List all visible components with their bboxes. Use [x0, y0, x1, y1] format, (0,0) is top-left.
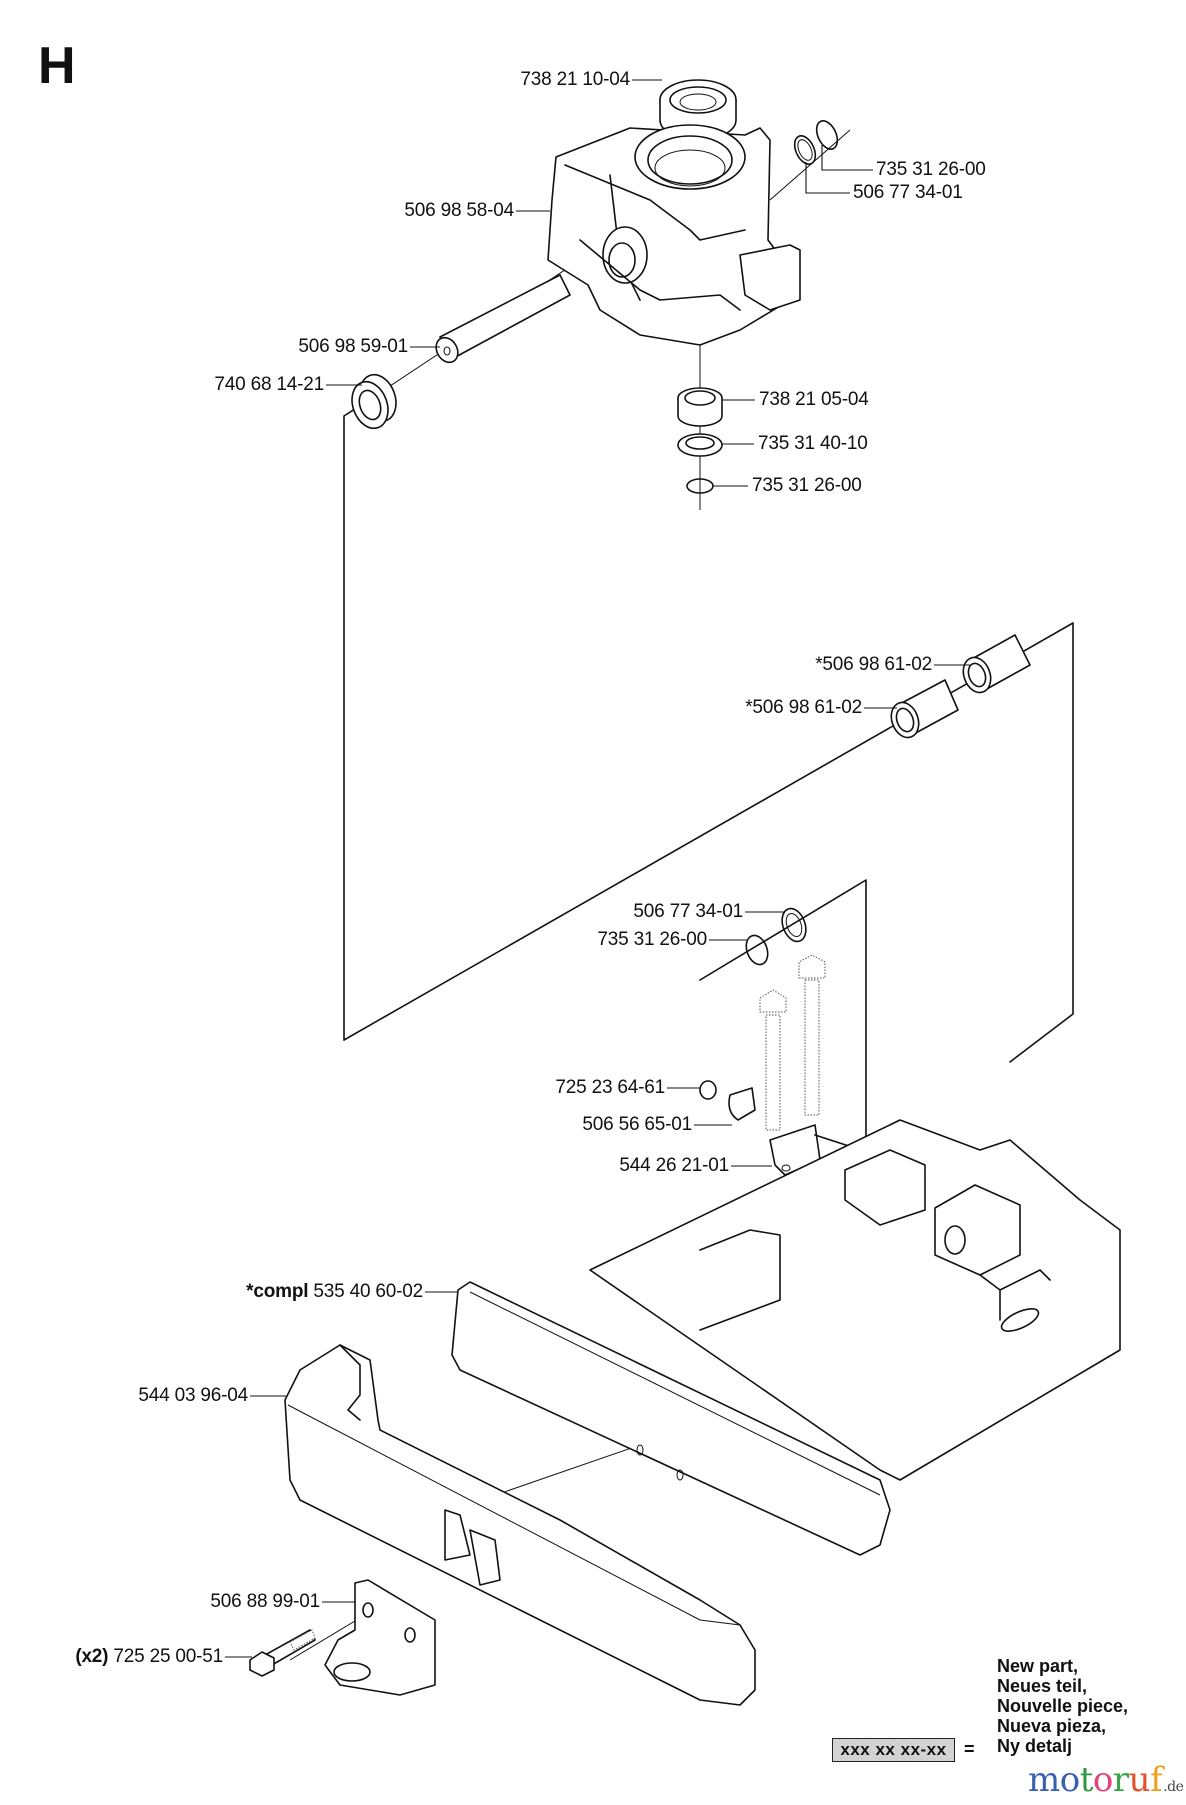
part-label-bearing-bottom[interactable]: 738 21 05-04	[759, 389, 869, 411]
mid-washers-drawing	[745, 907, 807, 966]
tow-bracket-drawing	[324, 1579, 436, 1696]
part-label-spacer-sleeve-2[interactable]: *506 98 61-02	[745, 697, 862, 719]
logo-letter: o	[1092, 1760, 1113, 1800]
quantity-marker: (x2)	[75, 1646, 109, 1667]
new-part-legend-text: New part, Neues teil, Nouvelle piece, Nu…	[997, 1656, 1128, 1756]
part-label-circlip-bottom[interactable]: 735 31 40-10	[758, 433, 868, 455]
legend-line: Nouvelle piece,	[997, 1696, 1129, 1716]
part-number: 725 23 64-61	[555, 1077, 665, 1098]
logo-letter: t	[1079, 1760, 1094, 1800]
part-number: 506 88 99-01	[210, 1591, 320, 1612]
logo-letter: f	[1150, 1760, 1163, 1800]
part-number: 738 21 05-04	[759, 389, 869, 410]
part-label-bolt[interactable]: (x2) 725 25 00-51	[75, 1646, 223, 1668]
logo-letter: o	[1059, 1760, 1080, 1800]
part-number: 506 98 58-04	[404, 200, 514, 221]
logo-tld: .de	[1163, 1779, 1184, 1795]
part-label-tow-bracket[interactable]: 506 88 99-01	[210, 1591, 320, 1613]
new-part-legend-box: xxx xx xx-xx	[832, 1738, 955, 1762]
part-number: 740 68 14-21	[214, 374, 324, 395]
bumper-drawing	[284, 1344, 756, 1706]
part-label-circlip-top-right[interactable]: 735 31 26-00	[876, 159, 986, 181]
part-label-bushing[interactable]: 740 68 14-21	[214, 374, 324, 396]
part-label-bumper[interactable]: 544 03 96-04	[138, 1385, 248, 1407]
part-number: 506 98 61-02	[822, 654, 932, 675]
part-number: 506 98 59-01	[298, 336, 408, 357]
leader-lines	[225, 79, 970, 1658]
complete-assembly-marker: *compl	[246, 1281, 309, 1302]
part-number: 735 31 26-00	[876, 159, 986, 180]
front-frame-drawing	[451, 1119, 1121, 1556]
bolt-drawing	[249, 1629, 316, 1677]
steering-housing-drawing	[547, 124, 801, 346]
part-number: 506 56 65-01	[582, 1114, 692, 1135]
part-number: 738 21 10-04	[520, 69, 630, 90]
logo-letter: r	[1112, 1760, 1129, 1800]
part-number: 544 03 96-04	[138, 1385, 248, 1406]
part-label-circlip-mid[interactable]: 735 31 26-00	[597, 929, 707, 951]
logo-letter: u	[1128, 1760, 1151, 1800]
part-number: 735 31 26-00	[752, 475, 862, 496]
bushing-drawing	[351, 373, 397, 430]
part-label-clip-bracket[interactable]: 506 56 65-01	[582, 1114, 692, 1136]
part-label-steering-housing[interactable]: 506 98 58-04	[404, 200, 514, 222]
part-label-front-frame-compl[interactable]: *compl 535 40 60-02	[246, 1281, 423, 1303]
part-label-bearing-top[interactable]: 738 21 10-04	[520, 69, 630, 91]
legend-line: Nueva pieza,	[997, 1716, 1107, 1736]
pivot-pin-drawing	[435, 274, 571, 364]
top-right-washers-drawing	[793, 120, 839, 165]
left-assembly-frame-line	[343, 397, 373, 1041]
legend-equals-sign: =	[964, 1739, 975, 1759]
part-number: 544 26 21-01	[619, 1155, 729, 1176]
part-label-pivot-pin[interactable]: 506 98 59-01	[298, 336, 408, 358]
part-number: 735 31 26-00	[597, 929, 707, 950]
part-label-spacer-sleeve-1[interactable]: *506 98 61-02	[815, 654, 932, 676]
part-label-screw[interactable]: 725 23 64-61	[555, 1077, 665, 1099]
part-label-washer-mid[interactable]: 506 77 34-01	[633, 901, 743, 923]
legend-line: New part,	[997, 1656, 1079, 1676]
logo-letter: m	[1028, 1760, 1060, 1800]
new-part-marker: *	[745, 697, 753, 718]
part-number: 735 31 40-10	[758, 433, 868, 454]
part-number: 725 25 00-51	[113, 1646, 223, 1667]
part-label-lockring-bottom[interactable]: 735 31 26-00	[752, 475, 862, 497]
part-number: 506 98 61-02	[752, 697, 862, 718]
spacer-sleeves-drawing	[890, 634, 1031, 739]
part-label-washer-top-right[interactable]: 506 77 34-01	[853, 182, 963, 204]
part-label-bracket[interactable]: 544 26 21-01	[619, 1155, 729, 1177]
section-letter: H	[38, 37, 76, 95]
bracket-and-bolts-drawing	[699, 954, 859, 1176]
part-number: 506 77 34-01	[633, 901, 743, 922]
part-number: 506 77 34-01	[853, 182, 963, 203]
part-number: 535 40 60-02	[313, 1281, 423, 1302]
legend-line: Ny detalj	[997, 1736, 1073, 1756]
motoruf-logo: motoruf.de	[1028, 1760, 1184, 1805]
lower-bearing-stack-drawing	[677, 387, 723, 494]
new-part-marker: *	[815, 654, 823, 675]
legend-line: Neues teil,	[997, 1676, 1088, 1696]
diagonal-sleeve-axis	[343, 622, 1074, 1063]
